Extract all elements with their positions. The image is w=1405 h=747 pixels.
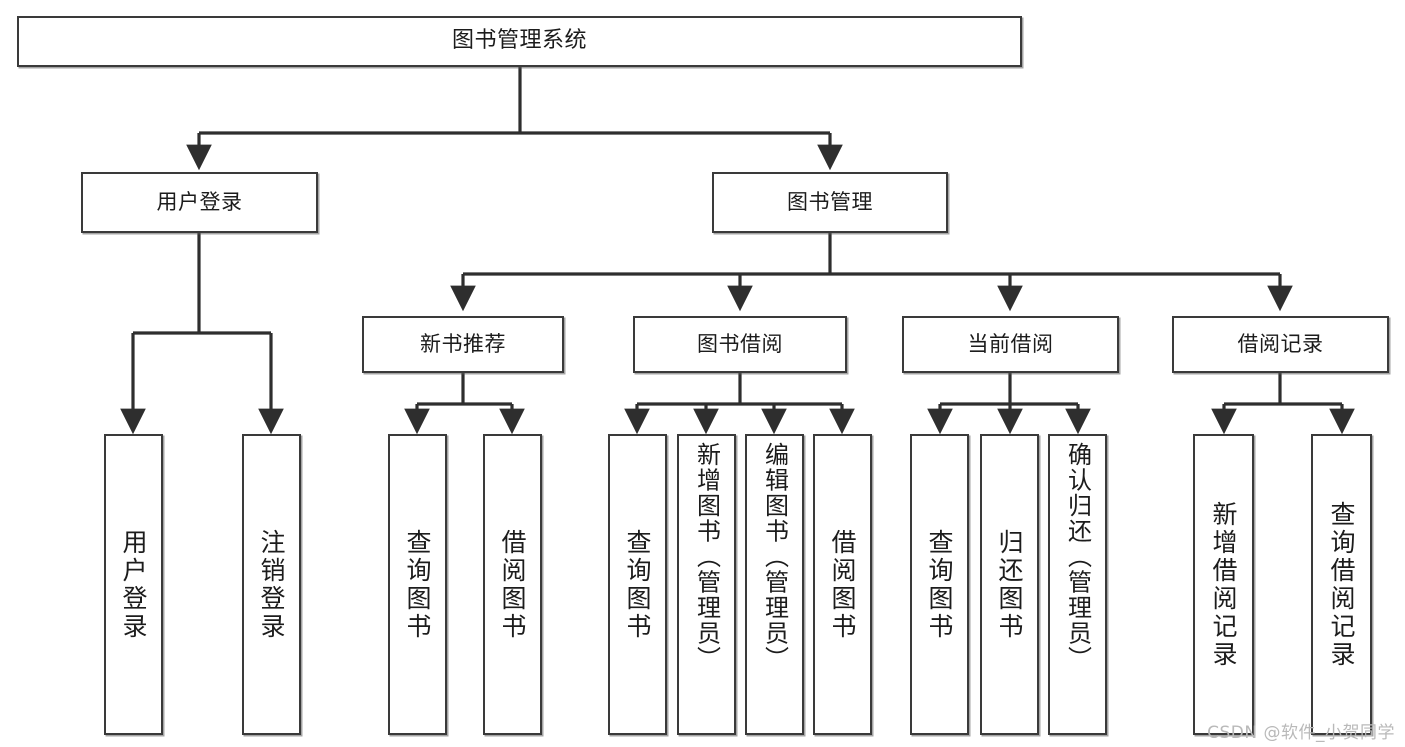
node-label: 新增借阅记录 — [1209, 500, 1238, 669]
node-current-borrow[interactable]: 当前借阅 — [902, 316, 1119, 373]
node-label: 归还图书 — [995, 528, 1024, 641]
leaf-edit-book[interactable]: 编辑图书（管理员） — [745, 434, 804, 735]
leaf-query-book-3[interactable]: 查询图书 — [910, 434, 969, 735]
node-label: 确认归还（管理员） — [1063, 442, 1092, 672]
leaf-borrow-book-1[interactable]: 借阅图书 — [483, 434, 542, 735]
leaf-add-record[interactable]: 新增借阅记录 — [1193, 434, 1254, 735]
leaf-return-book[interactable]: 归还图书 — [980, 434, 1039, 735]
node-label: 查询图书 — [623, 528, 652, 641]
node-label: 新增图书（管理员） — [692, 442, 721, 672]
node-borrow-record[interactable]: 借阅记录 — [1172, 316, 1389, 373]
node-label: 用户登录 — [119, 528, 148, 641]
node-label: 查询借阅记录 — [1327, 500, 1356, 669]
node-label: 图书管理 — [787, 189, 873, 214]
node-user-login[interactable]: 用户登录 — [81, 172, 318, 233]
leaf-query-record[interactable]: 查询借阅记录 — [1311, 434, 1372, 735]
node-label: 用户登录 — [156, 189, 243, 214]
node-book-management[interactable]: 图书管理 — [712, 172, 948, 233]
node-label: 当前借阅 — [967, 331, 1054, 356]
node-label: 注销登录 — [257, 528, 286, 641]
node-book-borrow[interactable]: 图书借阅 — [633, 316, 847, 373]
node-new-book-recommend[interactable]: 新书推荐 — [362, 316, 564, 373]
leaf-borrow-book-2[interactable]: 借阅图书 — [813, 434, 872, 735]
node-label: 借阅记录 — [1237, 331, 1324, 356]
node-label: 借阅图书 — [828, 528, 857, 641]
leaf-user-login[interactable]: 用户登录 — [104, 434, 163, 735]
node-label: 图书借阅 — [697, 331, 783, 356]
node-label: 查询图书 — [925, 528, 954, 641]
leaf-logout-login[interactable]: 注销登录 — [242, 434, 301, 735]
node-label: 借阅图书 — [498, 528, 527, 641]
node-label: 新书推荐 — [420, 331, 506, 356]
node-root-book-management-system[interactable]: 图书管理系统 — [17, 16, 1022, 67]
node-label: 查询图书 — [403, 528, 432, 641]
leaf-add-book[interactable]: 新增图书（管理员） — [677, 434, 736, 735]
node-label: 图书管理系统 — [451, 28, 587, 54]
leaf-query-book-2[interactable]: 查询图书 — [608, 434, 667, 735]
leaf-confirm-return[interactable]: 确认归还（管理员） — [1048, 434, 1107, 735]
leaf-query-book-1[interactable]: 查询图书 — [388, 434, 447, 735]
csdn-watermark: CSDN @软件_小贺同学 — [1207, 723, 1395, 743]
node-label: 编辑图书（管理员） — [760, 442, 789, 672]
